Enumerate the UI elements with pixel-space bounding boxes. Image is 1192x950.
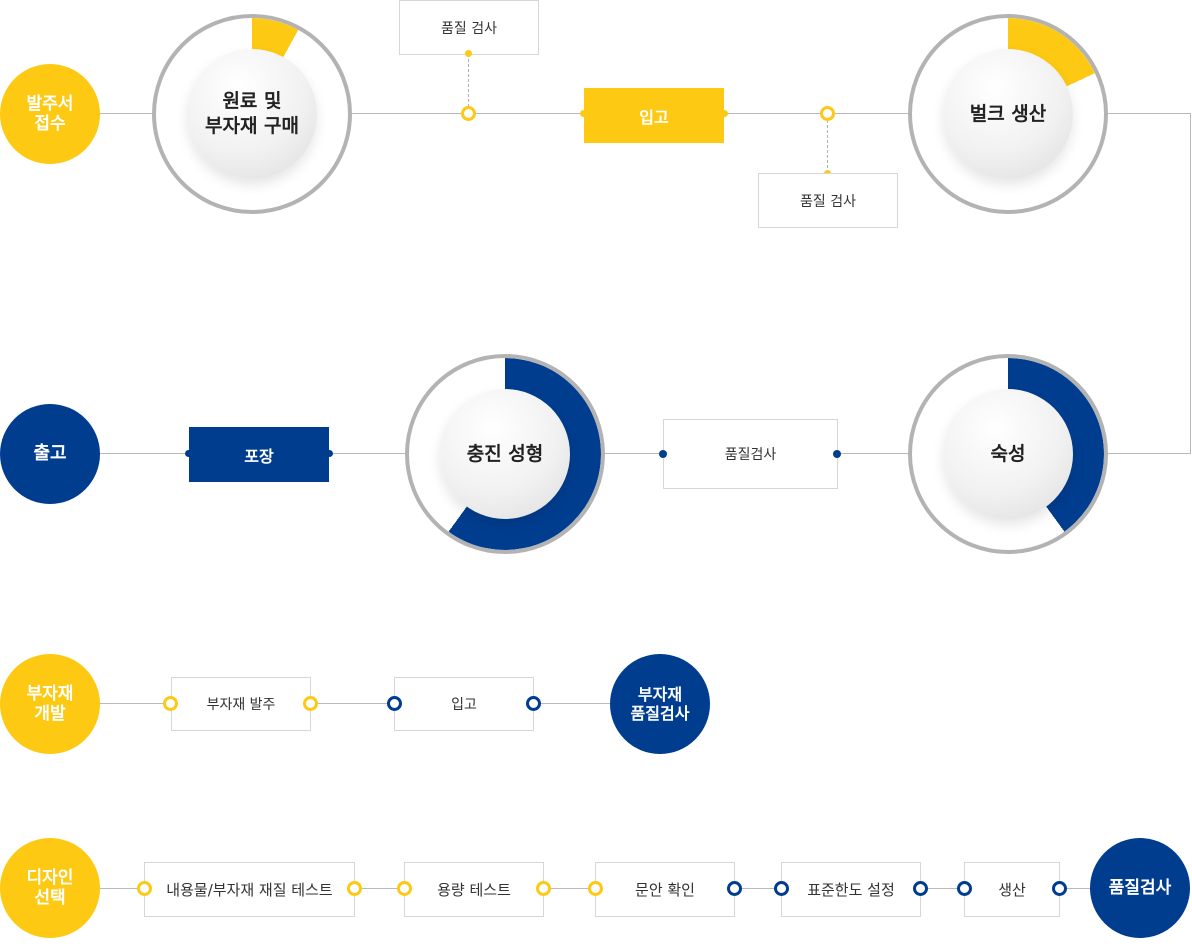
qc-top-node (461, 106, 476, 121)
order-receipt-circle: 발주서 접수 (0, 64, 100, 164)
production-left-node (957, 881, 972, 896)
receiving-right-dot (721, 110, 728, 117)
receiving-left-dot (580, 110, 587, 117)
standard-limit-left-node (774, 881, 789, 896)
qc-mid-left-dot (659, 450, 667, 458)
sub-receiving-box: 입고 (394, 677, 534, 731)
sub-order-left-node (163, 696, 178, 711)
standard-limit-right-node (913, 881, 928, 896)
production-right-node (1052, 881, 1067, 896)
text-check-right-node (727, 881, 742, 896)
filling-molding-ring: 충진 성형 (405, 354, 605, 554)
raw-material-purchase-label: 원료 및 부자재 구매 (187, 49, 317, 179)
row1-connector-left (96, 113, 156, 114)
shipping-circle: 출고 (0, 404, 100, 504)
quality-check-mid-box: 품질검사 (663, 419, 838, 489)
bulk-production-label: 벌크 생산 (943, 49, 1073, 179)
row2-connector-right (1104, 453, 1191, 454)
qc-mid-right-dot (833, 450, 841, 458)
aging-ring: 숙성 (908, 354, 1108, 554)
sub-material-dev-circle: 부자재 개발 (0, 654, 100, 754)
sub-order-right-node (303, 696, 318, 711)
receiving-box: 입고 (584, 88, 724, 143)
design-step-standard-limit: 표준한도 설정 (781, 862, 921, 917)
qc-bottom-dashed-connector (827, 115, 828, 173)
row1-connector-right (1100, 113, 1191, 114)
qc-top-dashed-connector (468, 54, 469, 112)
aging-label: 숙성 (943, 389, 1073, 519)
quality-check-top-box: 품질 검사 (399, 0, 539, 55)
volume-test-left-node (397, 881, 412, 896)
design-step-volume-test: 용량 테스트 (404, 862, 544, 917)
raw-material-purchase-ring: 원료 및 부자재 구매 (152, 14, 352, 214)
volume-test-right-node (536, 881, 551, 896)
sub-material-qc-circle: 부자재 품질검사 (610, 654, 710, 754)
row3-connector (96, 703, 616, 704)
material-test-right-node (347, 881, 362, 896)
design-step-material-test: 내용물/부자재 재질 테스트 (144, 862, 355, 917)
sub-material-order-box: 부자재 발주 (171, 677, 311, 731)
packing-box: 포장 (189, 427, 329, 482)
design-step-text-check: 문안 확인 (595, 862, 735, 917)
packing-right-dot (326, 450, 333, 457)
text-check-left-node (588, 881, 603, 896)
final-quality-check-circle: 품질검사 (1090, 838, 1190, 938)
filling-molding-label: 충진 성형 (440, 389, 570, 519)
row-link-vertical (1190, 113, 1191, 454)
material-test-left-node (137, 881, 152, 896)
packing-left-dot (185, 450, 192, 457)
sub-receiving-right-node (526, 696, 541, 711)
bulk-production-ring: 벌크 생산 (908, 14, 1108, 214)
qc-top-small-dot (465, 50, 472, 57)
design-selection-circle: 디자인 선택 (0, 838, 100, 938)
qc-bottom-node (820, 106, 835, 121)
design-step-production: 생산 (964, 862, 1060, 917)
quality-check-bottom-box: 품질 검사 (758, 173, 898, 228)
sub-receiving-left-node (387, 696, 402, 711)
